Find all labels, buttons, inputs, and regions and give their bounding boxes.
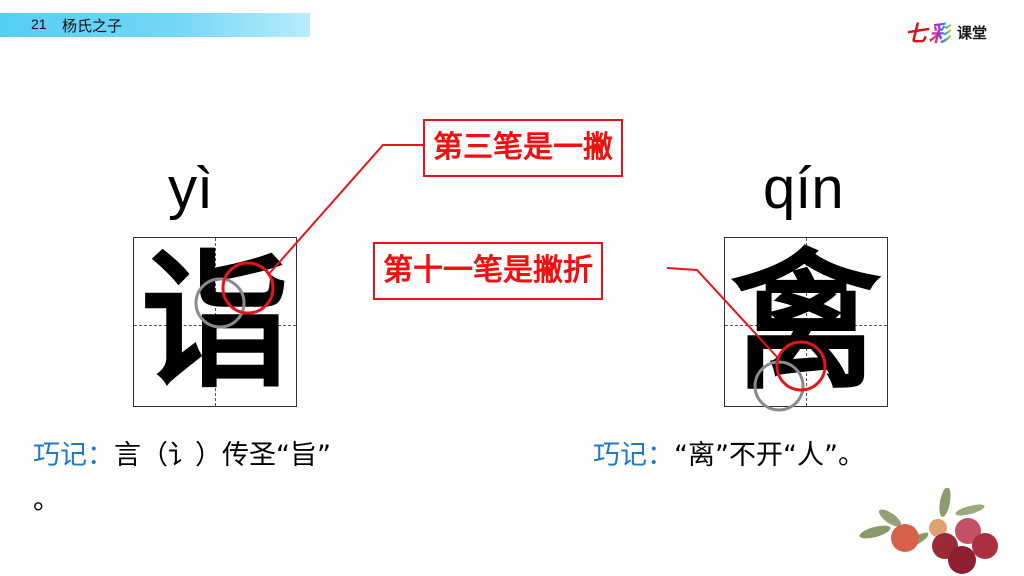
mnemonic-label: 巧记： xyxy=(33,440,114,471)
berry xyxy=(972,533,998,559)
qicai-ketang-logo: 七 彩 课堂 xyxy=(905,16,1005,48)
leaf xyxy=(859,525,891,539)
berry xyxy=(955,518,981,544)
grid-vertical-guide xyxy=(806,238,807,406)
berry xyxy=(948,546,976,574)
mnemonic-text: “离”不开“人”。 xyxy=(674,440,865,471)
mnemonic-text: 言（讠）传圣“旨” xyxy=(114,440,331,471)
lesson-title: 杨氏之子 xyxy=(62,17,123,35)
lesson-header-bar: 21 杨氏之子 xyxy=(0,13,310,37)
bayberries-decoration xyxy=(859,488,998,574)
grid-horizontal-guide xyxy=(725,325,887,327)
tianzige-grid-qin: 禽 xyxy=(724,236,888,410)
logo-part-qi: 七 xyxy=(905,21,927,47)
mnemonic-yi: 巧记：言（讠）传圣“旨” xyxy=(33,433,331,472)
hanzi-qin: 禽 xyxy=(730,236,881,410)
pinyin-qin: qín xyxy=(763,156,844,221)
berry xyxy=(891,524,919,552)
logo-part-cai: 彩 xyxy=(929,16,951,48)
leaf xyxy=(878,509,902,527)
berry xyxy=(929,519,947,537)
leaf xyxy=(939,488,951,517)
mnemonic-yi-tail: 。 xyxy=(33,485,60,516)
stroke-callout-yi: 第三笔是一撇 xyxy=(423,119,623,177)
lesson-number: 21 xyxy=(31,16,47,32)
tianzige-grid-yi: 诣 xyxy=(133,236,297,410)
logo-part-ketang: 课堂 xyxy=(957,24,988,42)
pinyin-yi: yì xyxy=(168,156,214,221)
stroke-callout-qin: 第十一笔是撇折 xyxy=(373,242,603,300)
leaf xyxy=(955,504,985,516)
mnemonic-label: 巧记： xyxy=(593,440,674,471)
hanzi-yi: 诣 xyxy=(139,236,290,410)
mnemonic-qin: 巧记：“离”不开“人”。 xyxy=(593,433,865,472)
